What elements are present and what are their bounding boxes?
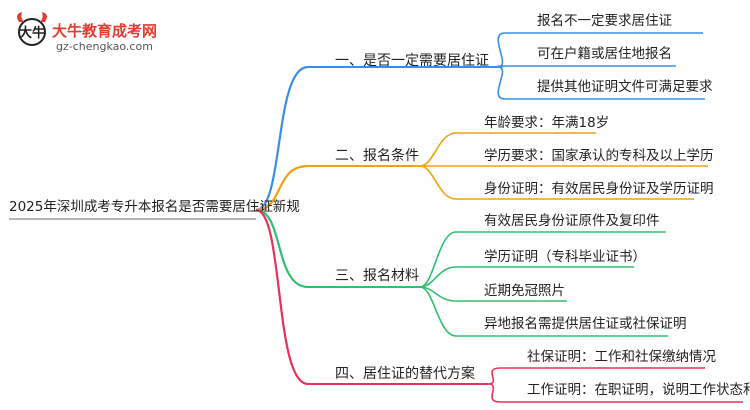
branch-to-leaf-connector (497, 66, 506, 100)
branch-to-leaf-connector (419, 132, 457, 167)
leaf-label[interactable]: 学历证明（专科毕业证书） (484, 249, 646, 265)
branch-to-leaf-connector (419, 266, 457, 288)
leaf-label[interactable]: 可在户籍或居住地报名 (537, 45, 672, 62)
branch-label: 四、居住证的替代方案 (335, 365, 475, 382)
logo-url-text: gz-chengkao.com (56, 40, 153, 53)
leaf-label[interactable]: 报名不一定要求居住证 (537, 13, 672, 29)
branch-node[interactable]: 一、是否一定需要居住证 (335, 53, 489, 69)
branch-to-leaf-connector (419, 231, 457, 288)
leaf-label[interactable]: 提供其他证明文件可满足要求 (537, 79, 713, 95)
brand-logo[interactable]: 大牛 大牛教育成考网 gz-chengkao.com (17, 12, 157, 53)
leaf-label[interactable]: 异地报名需提供居住证或社保证明 (484, 316, 687, 332)
leaf-label[interactable]: 有效居民身份证原件及复印件 (484, 212, 660, 229)
root-to-branch-connector (255, 164, 309, 212)
root-to-branch-connector (255, 65, 309, 212)
connector-lines (255, 32, 743, 403)
leaf-label[interactable]: 身份证明：有效居民身份证及学历证明 (484, 181, 714, 197)
bull-head-logo-icon: 大牛 (17, 12, 47, 46)
branch-label: 一、是否一定需要居住证 (335, 53, 489, 69)
branch-node[interactable]: 四、居住证的替代方案 (335, 365, 475, 382)
branch-node[interactable]: 三、报名材料 (335, 268, 419, 284)
branch-label: 二、报名条件 (335, 147, 419, 164)
root-node-label[interactable]: 2025年深圳成考专升本报名是否需要居住证新规 (9, 199, 300, 215)
leaf-label[interactable]: 年龄要求：年满18岁 (484, 115, 609, 131)
branch-node[interactable]: 二、报名条件 (335, 147, 419, 164)
leaf-label[interactable]: 近期免冠照片 (484, 283, 565, 299)
leaf-label[interactable]: 工作证明：在职证明，说明工作状态和职位 (527, 382, 750, 398)
branch-to-leaf-connector (487, 367, 501, 385)
svg-text:大牛: 大牛 (19, 25, 45, 41)
leaf-label[interactable]: 社保证明：工作和社保缴纳情况 (527, 349, 716, 365)
root-to-branch-connector (255, 208, 309, 289)
logo-brand-text: 大牛教育成考网 (52, 22, 157, 40)
branch-to-leaf-connector (419, 165, 457, 200)
branch-label: 三、报名材料 (335, 268, 419, 284)
branch-to-leaf-connector (487, 383, 501, 403)
root-to-branch-connector (255, 208, 309, 386)
branch-to-leaf-connector (419, 286, 457, 337)
branch-to-leaf-connector (497, 32, 506, 68)
leaf-label[interactable]: 学历要求：国家承认的专科及以上学历 (484, 147, 714, 164)
